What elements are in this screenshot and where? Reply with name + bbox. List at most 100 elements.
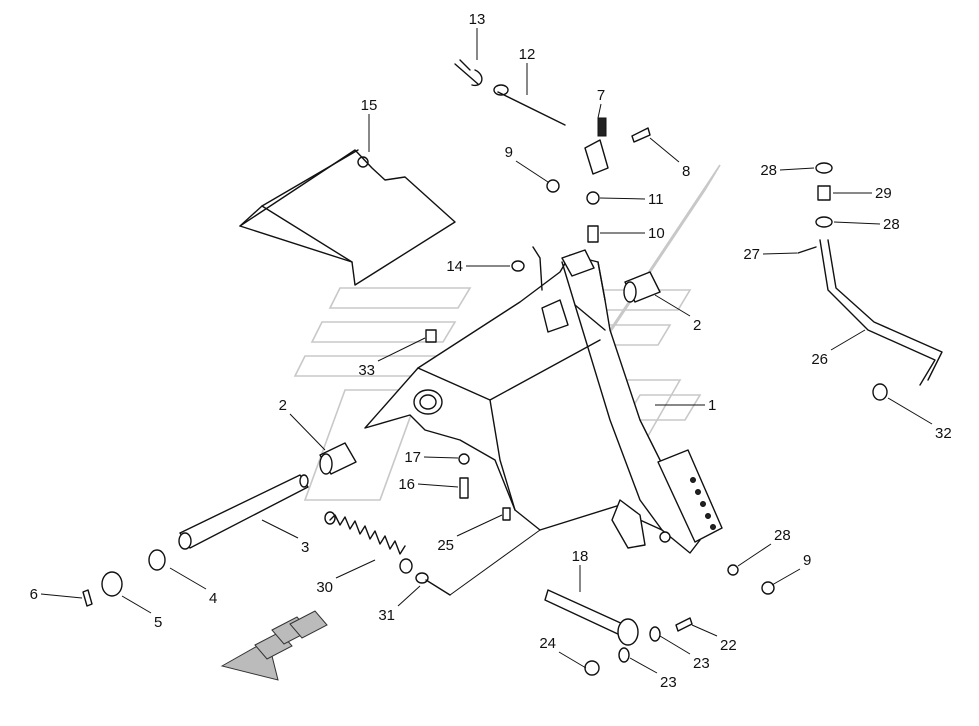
screw-8 [631,127,651,143]
bolt-22 [675,617,693,632]
washer-17 [458,453,470,465]
nut-11 [586,191,600,205]
washer-28-mid [815,216,833,228]
callout-number: 10 [648,225,665,242]
callout-number: 7 [597,87,605,104]
callout-leader [417,483,459,488]
callout-layer: 1223456789910111213141516171822232324252… [30,11,952,691]
callout-number: 1 [708,397,716,414]
callout-number: 9 [505,144,513,161]
callout-number: 28 [774,527,791,544]
callout-number: 31 [378,607,395,624]
callout-leader [169,567,207,590]
ring-5 [101,571,123,597]
pin-27 [797,246,817,254]
callout-number: 2 [279,397,287,414]
callout-number: 3 [301,539,309,556]
callout-leader [833,221,881,225]
callout-number: 6 [30,586,38,603]
cable-12 [497,91,566,126]
callout-number: 33 [358,362,375,379]
cap-32 [872,383,888,401]
callout-leader [515,160,549,183]
callout-number: 26 [811,351,828,368]
direction-arrow [220,610,328,681]
callout-number: 22 [720,637,737,654]
callout-leader [456,514,503,537]
nipple-25 [502,507,511,521]
callout-leader [762,252,798,255]
washer-23-upper [649,626,661,642]
callout-number: 29 [875,185,892,202]
callout-leader [649,137,680,163]
rubber-pad [584,139,609,175]
callout-leader [397,585,421,607]
callout-number: 25 [437,537,454,554]
callout-number: 2 [693,317,701,334]
callout-leader [335,559,376,579]
axle-18 [544,589,639,646]
callout-number: 23 [660,674,677,691]
bushing-upper [623,271,661,303]
callout-leader [654,294,691,317]
callout-number: 18 [572,548,589,565]
callout-leader [558,651,587,669]
washer-23-lower [618,647,630,663]
callout-number: 30 [316,579,333,596]
callout-number: 12 [519,46,536,63]
spring-link [449,529,541,596]
callout-number: 14 [446,258,463,275]
callout-leader [423,456,459,459]
callout-number: 5 [154,614,162,631]
callout-leader [659,635,691,655]
pin-6 [82,589,93,607]
callout-leader [40,593,83,599]
washer-28-bottom [727,564,739,576]
eye-bolt-31 [415,572,451,596]
callout-number: 28 [883,216,900,233]
nut-24 [584,660,600,676]
rod-26 [819,239,936,386]
callout-leader [261,519,299,539]
callout-number: 27 [743,246,760,263]
callout-leader [830,329,866,351]
callout-number: 28 [760,162,777,179]
callout-leader [629,657,658,674]
clip-13 [454,59,483,87]
pivot-shaft [178,474,309,550]
plug-14 [511,260,525,272]
callout-leader [121,595,152,614]
callout-leader [599,197,646,200]
bolt-10 [587,225,599,243]
callout-number: 16 [398,476,415,493]
spring-30 [324,511,413,574]
callout-leader [737,543,772,567]
bushing-lower [319,442,357,475]
cover-plate [239,149,456,286]
pad-top [597,117,607,137]
callout-leader [887,397,933,425]
callout-leader [779,167,815,171]
nut-9-bottom [761,581,775,595]
main-frame [364,246,723,554]
callout-number: 17 [404,449,421,466]
callout-number: 23 [693,655,710,672]
callout-number: 9 [803,552,811,569]
ring-4 [148,549,166,571]
washer-28-top [815,162,833,174]
callout-number: 13 [469,11,486,28]
callout-leader [377,337,426,362]
callout-leader [597,103,602,119]
callout-number: 8 [682,163,690,180]
callout-number: 4 [209,590,217,607]
callout-number: 32 [935,425,952,442]
callout-leader [771,568,801,586]
cable-eye [493,84,509,96]
callout-number: 15 [361,97,378,114]
bolt-16 [459,477,469,499]
nut-9-top [546,179,560,193]
spring-29 [817,185,831,201]
callout-leader [289,413,326,451]
